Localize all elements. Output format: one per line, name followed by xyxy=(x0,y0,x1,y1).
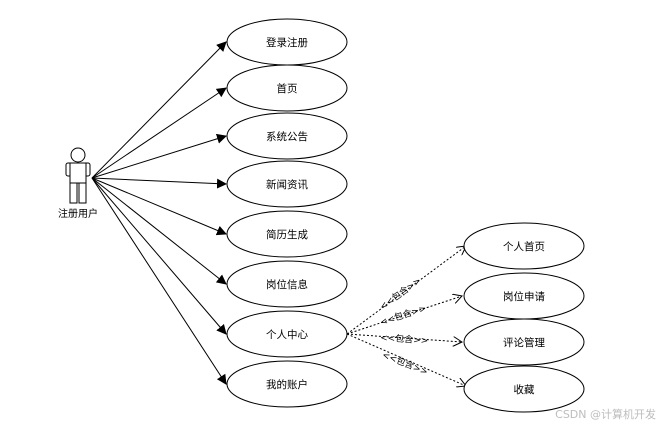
watermark: CSDN @计算机开发 xyxy=(555,408,656,421)
included-case-personal-home xyxy=(463,222,585,270)
use-case-ellipses xyxy=(226,18,348,408)
assoc-line-2 xyxy=(91,87,227,179)
include-label: <<包含>> xyxy=(381,349,430,378)
include-line-3 xyxy=(346,333,462,342)
use-case-label: 简历生成 xyxy=(266,228,308,241)
use-case-label: 登录注册 xyxy=(266,36,308,49)
use-case-label: 系统公告 xyxy=(266,130,308,143)
use-case-label: 首页 xyxy=(277,82,298,95)
use-case-resume xyxy=(226,210,348,258)
included-case-favorites xyxy=(463,365,585,413)
include-lines xyxy=(346,246,466,386)
use-case-label: 新闻资讯 xyxy=(266,178,308,191)
use-case-job-info xyxy=(226,260,348,308)
include-line-1 xyxy=(346,246,466,335)
use-case-label: 我的账户 xyxy=(266,378,308,391)
assoc-line-5 xyxy=(91,177,227,236)
included-case-label: 个人首页 xyxy=(503,240,545,253)
assoc-line-3 xyxy=(91,133,227,179)
included-case-comment-manage xyxy=(463,318,585,366)
included-case-labels: 个人首页 岗位申请 评论管理 收藏 xyxy=(503,240,545,396)
include-line-4 xyxy=(346,333,466,386)
assoc-line-1 xyxy=(91,41,227,179)
included-case-label: 岗位申请 xyxy=(503,290,545,303)
assoc-line-4 xyxy=(91,177,227,189)
use-case-announcement xyxy=(226,112,348,160)
include-label: <<包含>> xyxy=(380,331,429,346)
include-labels: <<包含>> <<包含>> <<包含>> <<包含>> xyxy=(377,275,429,378)
include-line-2 xyxy=(346,296,462,335)
association-lines xyxy=(91,41,227,385)
assoc-line-7 xyxy=(91,177,227,335)
assoc-line-6 xyxy=(91,177,227,285)
use-case-labels: 登录注册 首页 系统公告 新闻资讯 简历生成 岗位信息 个人中心 我的账户 xyxy=(266,36,308,391)
included-case-ellipses xyxy=(463,222,585,413)
assoc-line-8 xyxy=(91,177,227,385)
use-case-label: 个人中心 xyxy=(266,328,308,341)
included-case-label: 收藏 xyxy=(514,383,535,396)
actor-label: 注册用户 xyxy=(58,207,98,220)
use-case-label: 岗位信息 xyxy=(266,278,308,291)
included-case-label: 评论管理 xyxy=(503,336,545,349)
use-case-my-account xyxy=(226,360,348,408)
use-case-home xyxy=(226,64,348,112)
use-case-news xyxy=(226,160,348,208)
actor-figure-icon xyxy=(65,147,91,204)
